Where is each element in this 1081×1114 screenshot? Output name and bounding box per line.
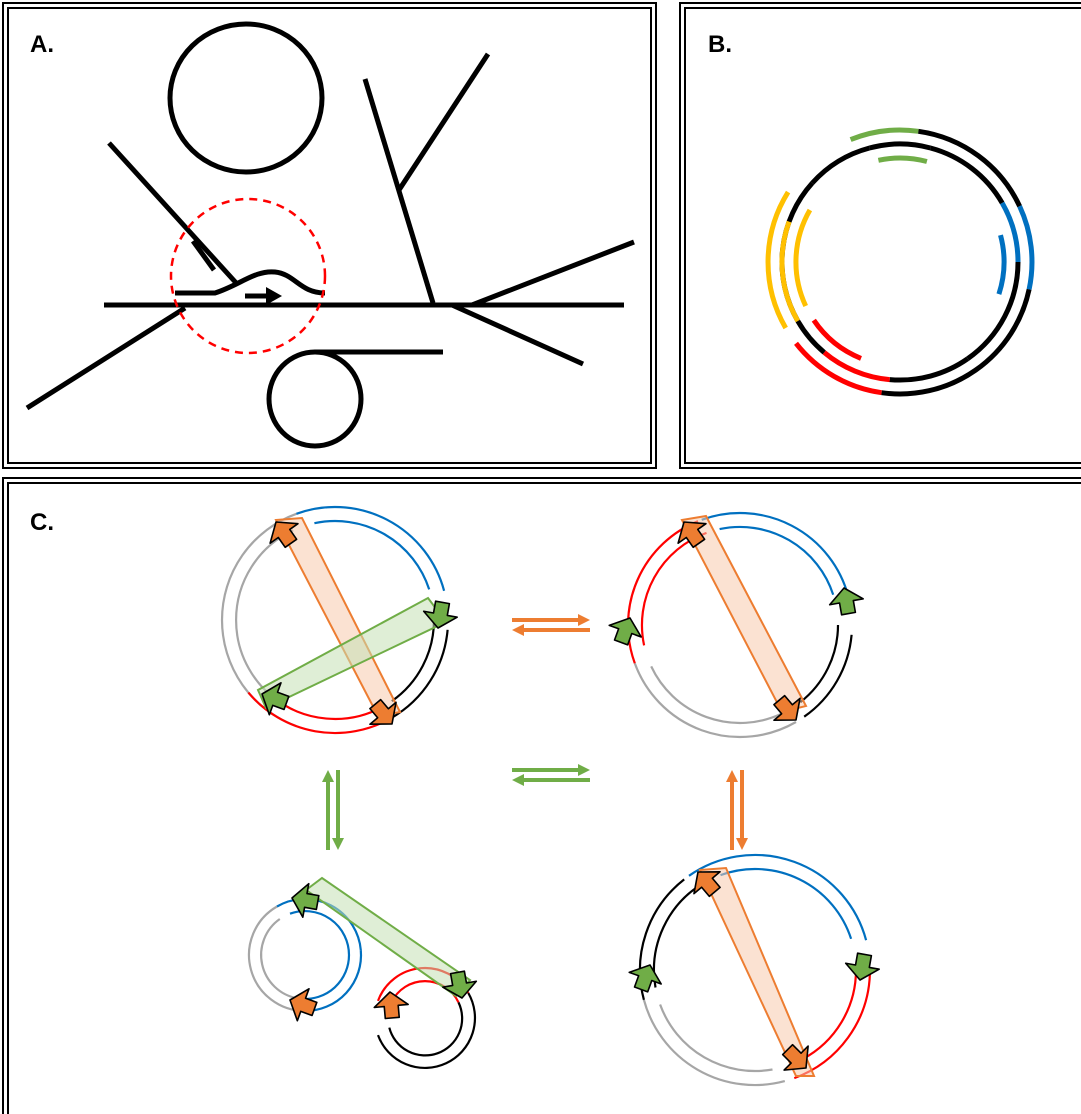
green-band <box>304 876 472 998</box>
outer-black-arc <box>881 288 1032 397</box>
equilibrium-arrow-green-bottom <box>512 764 590 786</box>
inner-gray-arc <box>650 665 782 725</box>
orange-arrow <box>283 983 322 1026</box>
outer-yellow-arc <box>765 190 791 330</box>
green-arrow <box>604 611 647 650</box>
inner-yellow-arc <box>779 220 800 323</box>
inner-red-arc <box>822 350 890 383</box>
state-top-left <box>220 505 461 736</box>
invading-strand <box>175 269 326 296</box>
inner-black-arc <box>391 619 436 703</box>
inner-black-arc <box>889 356 970 383</box>
highlight-circle <box>169 197 327 355</box>
green-arrow <box>826 584 867 618</box>
panel-b-frame-inner <box>684 7 1081 464</box>
state-bottom-right <box>624 853 883 1087</box>
circle-bottom <box>266 349 364 449</box>
panel-c: C. <box>2 477 1081 1114</box>
outer-black-arc <box>390 629 449 719</box>
inner-blue-arc-2 <box>996 234 1007 295</box>
invading-arrow-head <box>266 287 282 305</box>
outer-gray-arc <box>642 999 786 1087</box>
recombination-states <box>220 505 883 1087</box>
strand-lower-left <box>25 305 187 411</box>
panel-b-label: B. <box>708 31 732 58</box>
orange-band <box>698 866 816 1077</box>
panel-c-label: C. <box>30 509 54 536</box>
inner-blue-arc <box>289 909 351 956</box>
down-arrow-head <box>332 838 344 850</box>
green-band <box>256 596 448 710</box>
equilibrium-arrow-green-left <box>322 770 344 850</box>
inner-green-arc <box>877 155 928 164</box>
inner-black-arc <box>652 881 706 988</box>
inner-gray-arc <box>659 1004 773 1073</box>
up-arrow-head <box>726 770 738 782</box>
strand-right-down <box>450 302 585 367</box>
green-arrow <box>624 958 667 997</box>
inner-black-arc <box>388 1001 464 1057</box>
inner-blue-arc <box>720 867 853 940</box>
strand-right-up <box>471 239 635 308</box>
down-arrow-head <box>736 838 748 850</box>
outer-blue-arc <box>701 511 850 597</box>
strand-short-diag <box>190 239 217 272</box>
panel-c-frame-inner <box>7 482 1081 1114</box>
orange-arrow <box>372 989 411 1021</box>
panel-a: A. <box>2 2 657 469</box>
inner-red-arc <box>801 969 858 1061</box>
panel-a-frame-inner <box>7 7 652 464</box>
inner-black-arc <box>799 624 840 704</box>
up-arrow-head <box>322 770 334 782</box>
outer-red-arc <box>794 341 882 396</box>
reverse-arrow-head <box>512 774 524 786</box>
inner-blue-arc <box>301 954 351 1001</box>
outer-red-arc <box>247 691 393 735</box>
state-bottom-left <box>247 876 480 1070</box>
orange-band <box>680 514 808 714</box>
inner-blue-arc <box>314 519 431 590</box>
panel-a-label: A. <box>30 31 54 58</box>
strand-fork-branch <box>396 52 491 192</box>
plasmid-map <box>765 127 1035 397</box>
strand-upper-left <box>107 141 240 287</box>
inner-black-arc <box>868 141 932 151</box>
outer-gray-arc <box>633 662 797 739</box>
state-top-right <box>604 511 867 739</box>
panel-c-frame-outer <box>2 477 1081 1114</box>
circle-top <box>167 21 325 175</box>
inner-black-arc <box>795 319 826 355</box>
outer-gray-arc <box>247 905 306 1013</box>
panel-b-frame-outer <box>679 2 1081 469</box>
inner-blue-arc <box>719 525 835 596</box>
outer-black-arc <box>918 128 1022 208</box>
equilibrium-arrow-orange-right <box>726 770 748 850</box>
inner-black-arc <box>810 145 871 185</box>
forward-arrow-head <box>578 764 590 776</box>
inner-yellow-arc-2 <box>793 208 813 308</box>
outer-black-arc <box>803 634 853 718</box>
equilibrium-arrow-orange-top <box>512 614 590 636</box>
inner-gray-arc <box>260 918 298 1000</box>
forward-arrow-head <box>578 614 590 626</box>
reverse-arrow-head <box>512 624 524 636</box>
outer-blue-arc <box>1017 205 1035 290</box>
panel-a-frame-outer <box>2 2 657 469</box>
inner-red-arc-2 <box>811 318 862 361</box>
inner-black-arc <box>929 145 1005 205</box>
inner-blue-arc <box>1000 201 1021 263</box>
inner-black-arc <box>966 261 1021 361</box>
panel-b: B. <box>679 2 1081 469</box>
outer-blue-arc <box>296 505 446 592</box>
outer-blue-arc <box>304 950 363 1013</box>
outer-black-arc <box>376 992 477 1070</box>
green-arrow <box>842 950 883 984</box>
outer-blue-arc <box>688 853 868 941</box>
outer-green-arc <box>849 127 919 142</box>
strand-fork-main <box>362 78 436 304</box>
